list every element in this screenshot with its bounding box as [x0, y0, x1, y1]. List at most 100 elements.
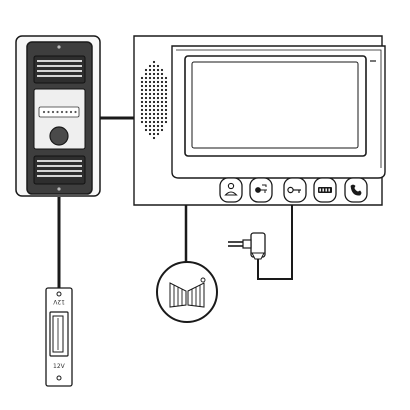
grille-dot: [160, 88, 164, 92]
monitor-button-unlock[interactable]: [249, 177, 273, 203]
grille-dot: [148, 112, 152, 116]
grille-dot: [144, 108, 148, 112]
grille-dot: [164, 100, 168, 104]
grille-dot: [148, 124, 152, 128]
grille-dot: [140, 108, 144, 112]
grille-dot: [156, 80, 160, 84]
wires: [57, 116, 293, 288]
grille-dot: [160, 96, 164, 100]
grille-dot: [160, 92, 164, 96]
grille-dot: [160, 104, 164, 108]
grille-dot: [140, 104, 144, 108]
grille-dot: [144, 100, 148, 104]
grille-dot: [152, 116, 156, 120]
grille-dot: [156, 68, 160, 72]
phone-handset-icon: [350, 184, 362, 196]
grille-dot: [148, 84, 152, 88]
adapter-bottom-taper: [251, 252, 265, 260]
grille-dot: [156, 100, 160, 104]
grille-dot: [140, 80, 144, 84]
grille-dot: [160, 120, 164, 124]
gate-opener: [156, 261, 218, 323]
grille-dot: [164, 112, 168, 116]
grille-dot: [140, 100, 144, 104]
grille-dot: [140, 96, 144, 100]
grille-dot: [152, 68, 156, 72]
grille-dot: [156, 120, 160, 124]
grille-dot: [160, 124, 164, 128]
grille-dot: [144, 116, 148, 120]
grille-dot: [144, 128, 148, 132]
grille-dot: [148, 128, 152, 132]
grille-dot: [144, 76, 148, 80]
monitor-button-row: [219, 177, 368, 203]
grille-dot: [152, 108, 156, 112]
grille-dot: [156, 64, 160, 68]
grille-dot: [140, 120, 144, 124]
speaker-grille-top: [37, 60, 82, 77]
grille-dot: [156, 76, 160, 80]
power-adapter: [228, 232, 266, 260]
panel-top-screw: [57, 45, 61, 49]
speaker-grille-bottom: [37, 160, 82, 177]
grille-dot: [156, 88, 160, 92]
grille-dot: [148, 132, 152, 136]
grille-dot: [148, 104, 152, 108]
grille-dot: [148, 100, 152, 104]
grille-dot: [160, 128, 164, 132]
grille-dot: [148, 76, 152, 80]
grille-dot: [160, 116, 164, 120]
grille-dot: [160, 112, 164, 116]
electric-strike-lock: 12V 12V: [45, 287, 73, 387]
grille-dot: [152, 112, 156, 116]
grille-dot: [164, 76, 168, 80]
grille-dot: [140, 116, 144, 120]
monitor-speaker-grille: [140, 60, 168, 140]
monitor-button-menu[interactable]: [313, 177, 337, 203]
grille-dot: [156, 132, 160, 136]
grille-dot: [164, 120, 168, 124]
grille-dot: [148, 88, 152, 92]
grille-dot: [156, 124, 160, 128]
grille-dot: [140, 88, 144, 92]
grille-dot: [144, 96, 148, 100]
grille-dot: [144, 120, 148, 124]
monitor-button-call[interactable]: [344, 177, 368, 203]
monitor-button-key[interactable]: [283, 177, 307, 203]
monitor-button-talk[interactable]: [219, 177, 243, 203]
grille-dot: [156, 96, 160, 100]
grille-dot: [164, 108, 168, 112]
gate-motor-icon: [200, 277, 206, 283]
panel-middle-section: [33, 88, 86, 150]
grille-dot: [156, 112, 160, 116]
lock-label-top: 12V: [52, 298, 65, 305]
grille-dot: [152, 96, 156, 100]
grille-dot: [144, 80, 148, 84]
monitor-screen: [191, 61, 359, 149]
grille-dot: [148, 64, 152, 68]
panel-bottom-screw: [57, 187, 61, 191]
indoor-monitor: [133, 35, 386, 206]
grille-dot: [152, 72, 156, 76]
grille-dot: [152, 60, 156, 64]
grille-dot: [164, 96, 168, 100]
grille-dot: [164, 116, 168, 120]
grille-dot: [148, 108, 152, 112]
outdoor-panel: [15, 35, 101, 197]
grille-dot: [152, 128, 156, 132]
grille-dot: [160, 80, 164, 84]
key-icon: [287, 186, 301, 194]
grille-dot: [160, 100, 164, 104]
grille-dot: [152, 100, 156, 104]
grille-dot: [144, 88, 148, 92]
grille-dot: [148, 72, 152, 76]
grille-dot: [160, 108, 164, 112]
grille-dot: [156, 108, 160, 112]
lock-label-bottom: 12V: [53, 363, 66, 370]
grille-dot: [160, 72, 164, 76]
call-button[interactable]: [49, 126, 69, 146]
grille-dot: [140, 76, 144, 80]
grille-dot: [148, 68, 152, 72]
menu-icon: [318, 187, 332, 193]
